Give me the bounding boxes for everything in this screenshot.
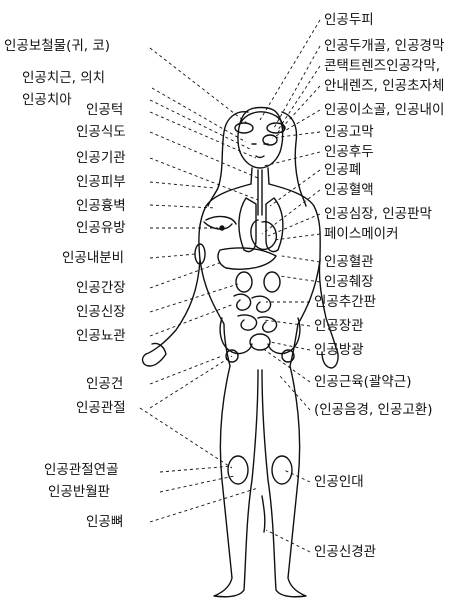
label-artificial-ureter: 인공뇨관: [76, 328, 126, 344]
label-artificial-lung: 인공폐: [324, 162, 361, 178]
label-artificial-kidney: 인공신장: [76, 304, 126, 320]
label-artificial-liver: 인공간장: [76, 280, 126, 296]
label-artificial-esophagus: 인공식도: [76, 124, 126, 140]
label-artificial-blood-vessel: 인공혈관: [324, 254, 374, 270]
label-artificial-ossicles-inner-ear: 인공이소골, 인공내이: [324, 102, 444, 118]
label-artificial-muscle-sphincter: 인공근육(괄약근): [314, 374, 411, 390]
label-contact-lens-cornea: 콘택트렌즈인공각막,: [324, 58, 440, 74]
label-artificial-meniscus: 인공반월판: [48, 484, 110, 500]
label-artificial-penis-testis: (인공음경, 인공고환): [314, 402, 432, 418]
label-artificial-prosthesis: 인공보철물(귀, 코): [4, 38, 110, 54]
label-artificial-jaw: 인공턱: [86, 102, 123, 118]
label-artificial-skin: 인공피부: [76, 174, 126, 190]
label-artificial-skull-dura: 인공두개골, 인공경막: [324, 38, 444, 54]
label-intraocular-lens-vitreous: 안내렌즈, 인공초자체: [324, 78, 444, 94]
label-artificial-heart-valve: 인공심장, 인공판막: [324, 206, 432, 222]
label-artificial-joint: 인공관절: [76, 400, 126, 416]
label-artificial-scalp: 인공두피: [324, 12, 374, 28]
label-artificial-blood: 인공혈액: [324, 182, 374, 198]
label-artificial-joint-cartilage: 인공관절연골: [44, 462, 119, 478]
label-artificial-dental-root: 인공치근, 의치: [22, 70, 105, 86]
label-artificial-intervertebral-disc: 인공추간판: [314, 294, 376, 310]
label-artificial-tendon: 인공건: [86, 376, 123, 392]
label-artificial-breast: 인공유방: [76, 220, 126, 236]
label-artificial-eardrum: 인공고막: [324, 124, 374, 140]
label-artificial-trachea: 인공기관: [76, 150, 126, 166]
label-artificial-pancreas: 인공췌장: [324, 274, 374, 290]
label-artificial-endocrine: 인공내분비: [62, 250, 124, 266]
label-artificial-tooth: 인공치아: [22, 92, 72, 108]
label-artificial-nerve-conduit: 인공신경관: [314, 544, 376, 560]
label-artificial-bladder: 인공방광: [314, 342, 364, 358]
label-artificial-intestine: 인공장관: [314, 318, 364, 334]
label-artificial-larynx: 인공후두: [324, 144, 374, 160]
label-artificial-bone: 인공뼈: [86, 514, 123, 530]
label-artificial-chest-wall: 인공흉벽: [76, 198, 126, 214]
label-pacemaker: 페이스메이커: [324, 226, 399, 242]
label-artificial-ligament: 인공인대: [314, 474, 364, 490]
